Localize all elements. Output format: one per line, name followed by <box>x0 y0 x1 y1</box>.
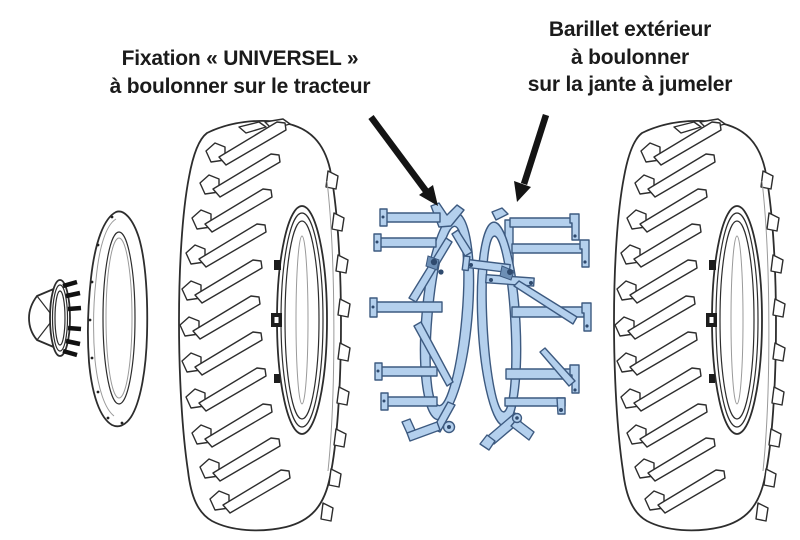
barrel-braces <box>513 280 578 387</box>
tractor-tyre-inner <box>179 119 350 530</box>
hook-bolts <box>559 234 589 412</box>
arrow-to-universal-frame <box>368 115 438 206</box>
outer-barrel-frame <box>461 207 592 451</box>
tractor-hub-with-studs <box>28 279 82 358</box>
barrel-top-tab <box>491 207 509 221</box>
wheel-disc <box>87 210 149 428</box>
wheel-studs <box>62 279 82 358</box>
label-universal-fixation: Fixation « UNIVERSEL » à boulonner sur l… <box>109 47 371 98</box>
frame-braces <box>408 229 473 387</box>
label-outer-barrel: Barillet extérieur à boulonner sur la ja… <box>527 18 733 96</box>
disc-rivets <box>88 215 124 425</box>
frame-feet <box>401 401 456 442</box>
arm-bolts <box>371 215 386 403</box>
arrow-to-barrel-frame <box>514 114 550 202</box>
universal-fixation-frame <box>369 202 475 442</box>
frame-arms-left <box>369 208 443 411</box>
barrel-feet <box>479 412 535 451</box>
dual-tyre-outer <box>614 119 785 530</box>
